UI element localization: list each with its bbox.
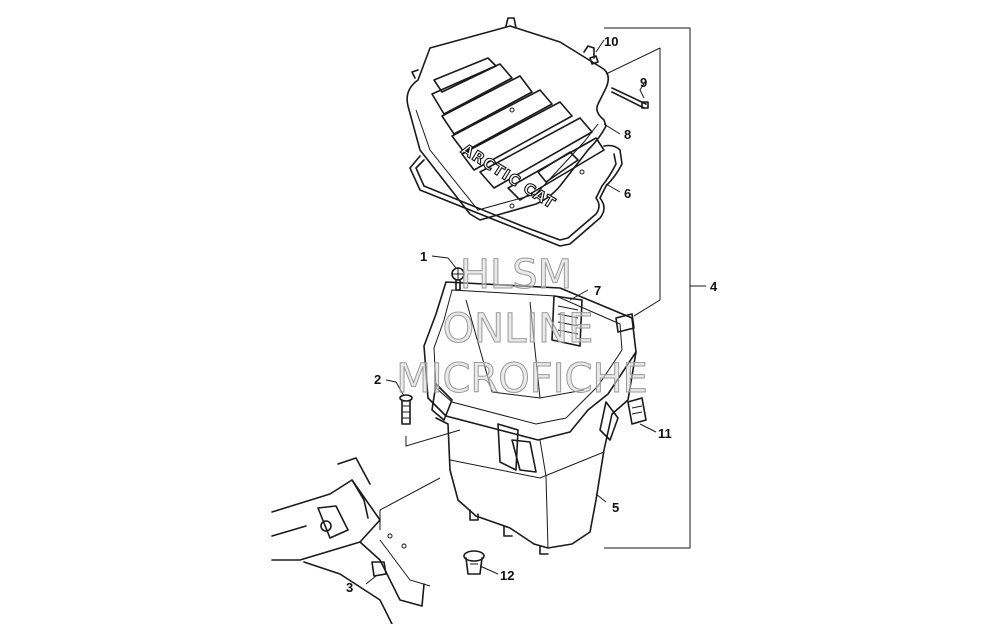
callout-7: 7 xyxy=(594,283,601,298)
leader-lines xyxy=(365,27,706,585)
storage-lid: ARCTIC CAT xyxy=(406,17,610,221)
lid-gasket xyxy=(409,144,623,247)
watermark-line-1: HLSM xyxy=(460,252,572,298)
callout-5: 5 xyxy=(612,500,619,515)
callout-4: 4 xyxy=(710,279,718,294)
callout-labels: 1 2 3 4 5 6 7 8 9 10 11 12 xyxy=(346,34,718,595)
watermark-line-3: MICROFICHE xyxy=(396,356,648,402)
callout-2: 2 xyxy=(374,372,381,387)
watermark: HLSM ONLINE MICROFICHE xyxy=(396,252,649,403)
callout-10: 10 xyxy=(604,34,618,49)
bolt-2 xyxy=(399,394,413,425)
callout-3: 3 xyxy=(346,580,353,595)
callout-6: 6 xyxy=(624,186,631,201)
drain-plug xyxy=(463,550,485,575)
watermark-line-2: ONLINE xyxy=(443,306,594,352)
hinge-nut xyxy=(589,55,599,65)
frame-section xyxy=(271,457,431,624)
hinge-pin xyxy=(611,87,649,109)
callout-9: 9 xyxy=(640,75,647,90)
nut-3 xyxy=(371,561,387,577)
fastener-1 xyxy=(451,267,465,291)
callout-1: 1 xyxy=(420,249,427,264)
latch xyxy=(627,397,647,425)
callout-12: 12 xyxy=(500,568,514,583)
callout-11: 11 xyxy=(658,426,672,441)
callout-8: 8 xyxy=(624,127,631,142)
storage-box xyxy=(423,281,637,555)
